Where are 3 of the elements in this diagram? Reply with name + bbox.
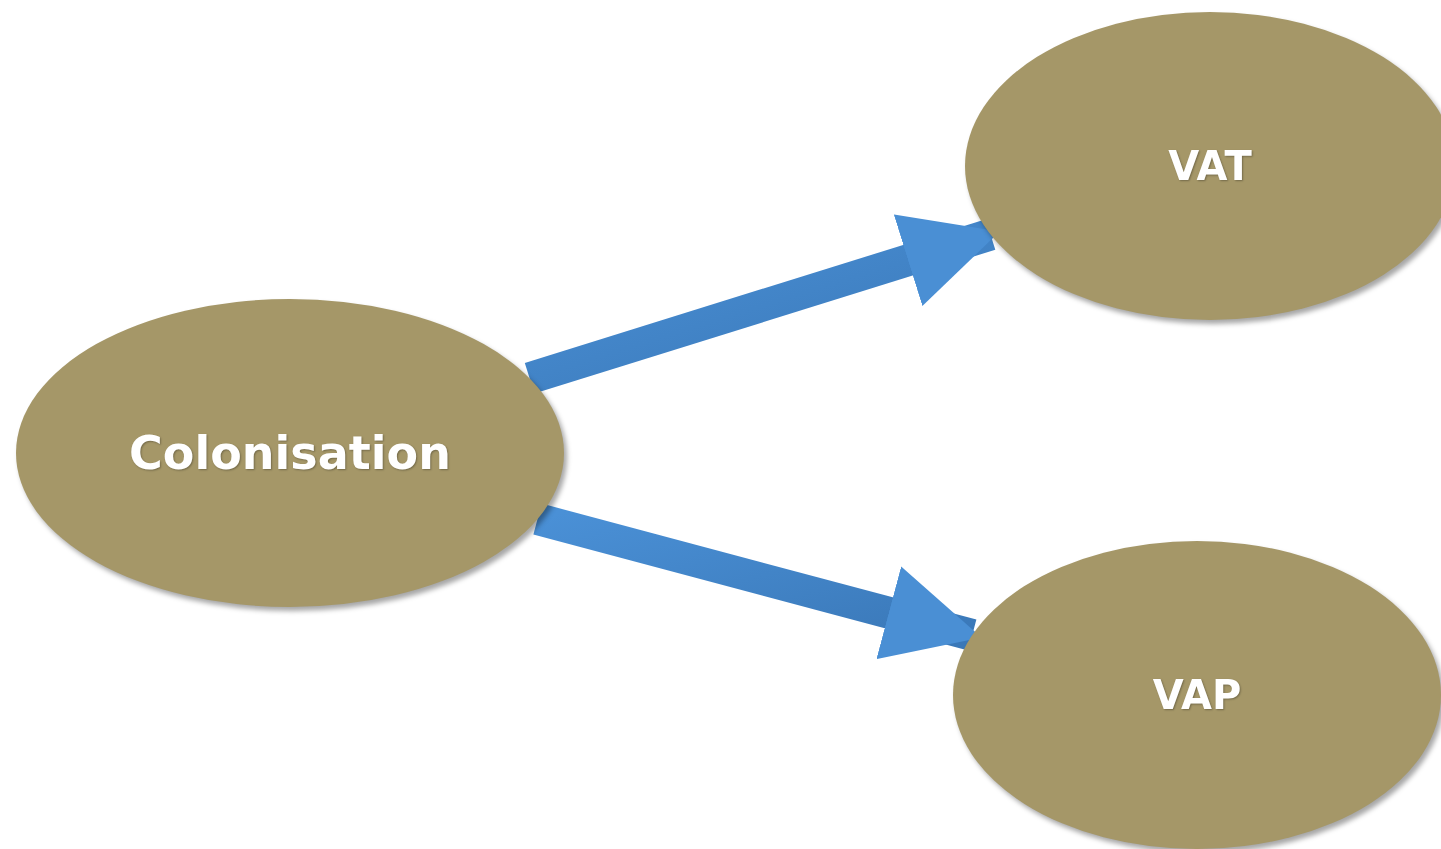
ellipse-label: VAT	[1168, 143, 1252, 189]
ellipse-label: VAP	[1152, 672, 1242, 718]
ellipse-label: Colonisation	[129, 426, 451, 480]
